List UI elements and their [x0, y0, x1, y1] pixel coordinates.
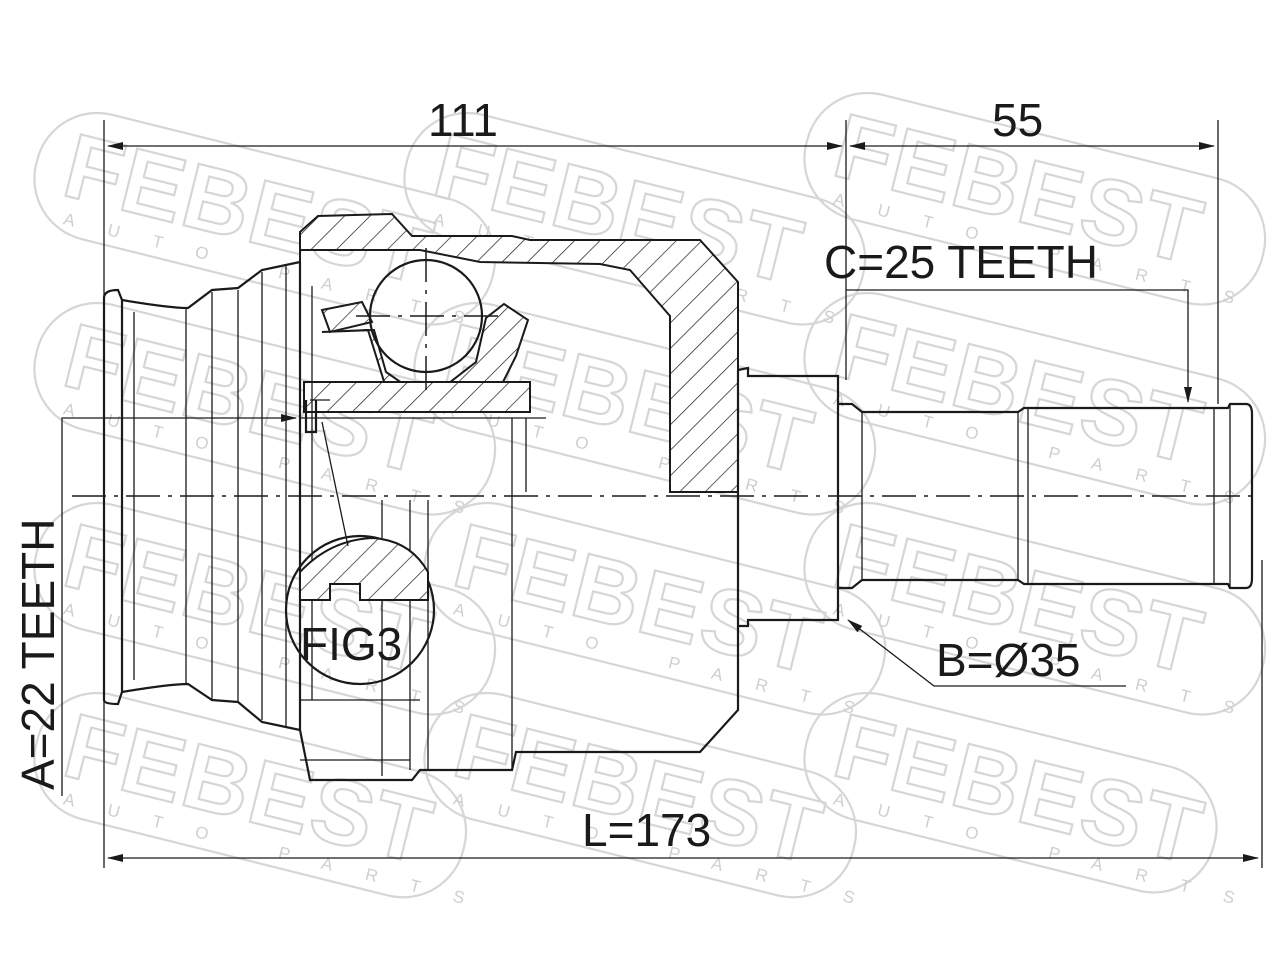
part-outline: FIG3: [72, 212, 1258, 782]
watermark-brand: FEBEST: [825, 295, 1213, 485]
watermark-7: FEBEST AUTO PARTS: [33, 501, 500, 726]
watermark-brand: FEBEST: [825, 695, 1213, 885]
watermark-brand: FEBEST: [55, 695, 443, 885]
dimension-lines: 111 55 L=173 C=25 TEETH B=Ø35 A=22 TEETH: [12, 94, 1263, 868]
fig3-label: FIG3: [300, 618, 402, 670]
watermark-layer: FEBEST AUTO PARTS FEBEST AUTO PARTS FEBE…: [33, 91, 1270, 916]
watermark-10: FEBEST AUTO PARTS: [33, 691, 500, 916]
watermark-brand: FEBEST: [445, 695, 833, 885]
callout-a-label: A=22 TEETH: [12, 519, 64, 790]
dim-label-173: L=173: [582, 804, 711, 856]
callout-a-leader: [61, 414, 297, 796]
watermark-12: FEBEST AUTO PARTS: [803, 691, 1270, 916]
fig3-detail: FIG3: [284, 421, 436, 686]
callout-b-label: B=Ø35: [936, 634, 1081, 686]
callout-b-leader: [847, 619, 1126, 687]
callout-c-leader: [846, 289, 1192, 403]
dim-label-55: 55: [992, 94, 1043, 146]
watermark-9: FEBEST AUTO PARTS: [803, 501, 1270, 726]
watermark-brand: FEBEST: [445, 505, 833, 695]
dim-label-111: 111: [428, 94, 498, 146]
housing: [298, 212, 840, 782]
callout-c-label: C=25 TEETH: [824, 236, 1098, 288]
watermark-brand: FEBEST: [55, 115, 443, 305]
